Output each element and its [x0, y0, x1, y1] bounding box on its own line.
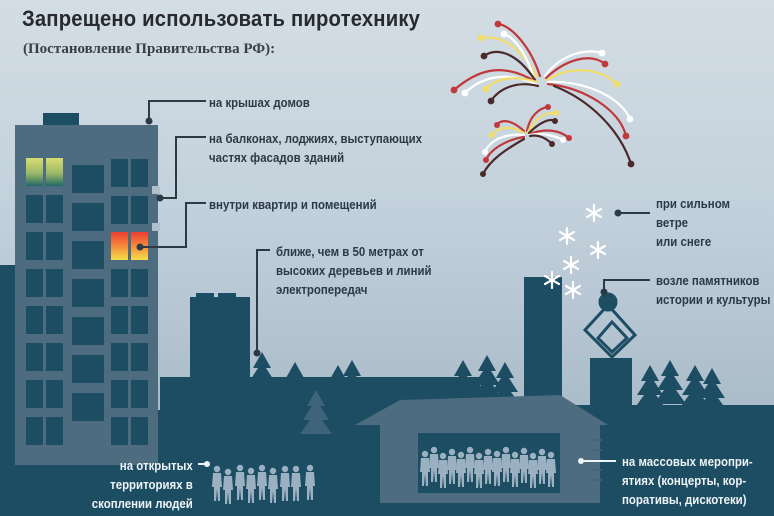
monument: [582, 292, 638, 360]
label-balconies: на балконах, лоджиях, выступающих частях…: [209, 129, 422, 167]
label-roofs: на крышах домов: [209, 93, 310, 112]
label-line: истории и культуры: [656, 292, 771, 307]
label-line: внутри квартир и помещений: [209, 197, 377, 212]
leader-lines: [140, 100, 650, 353]
label-line: высоких деревьев и линий: [276, 263, 432, 278]
label-indoors: внутри квартир и помещений: [209, 195, 377, 214]
label-near-trees: ближе, чем в 50 метрах от высоких деревь…: [276, 242, 432, 299]
fireworks: [450, 20, 635, 177]
label-line: ближе, чем в 50 метрах от: [276, 244, 424, 259]
label-line: скоплении людей: [91, 496, 193, 511]
label-line: на балконах, лоджиях, выступающих: [209, 131, 422, 146]
label-line: ятиях (концерты, кор-: [622, 473, 747, 488]
label-weather: при сильном ветре или снеге: [656, 194, 730, 251]
pavilion: [355, 395, 608, 503]
label-line: на массовых меропри-: [622, 454, 753, 469]
page-subtitle: (Постановление Правительства РФ):: [23, 41, 276, 57]
label-line: поративы, дискотеки): [622, 492, 747, 507]
label-line: электропередач: [276, 282, 368, 297]
label-line: частях фасадов зданий: [209, 150, 345, 165]
apartment-building: [15, 113, 160, 465]
label-monuments: возле памятников истории и культуры: [656, 271, 770, 309]
page-title: Запрещено использовать пиротехнику: [22, 6, 421, 31]
leader-dots: [136, 117, 622, 357]
label-line: территориях в: [110, 477, 193, 492]
label-line: или снеге: [656, 234, 712, 249]
label-open-crowds: на открытых территориях в скоплении люде…: [92, 456, 193, 513]
label-line: при сильном: [656, 196, 731, 211]
label-line: ветре: [656, 215, 689, 230]
lit-window-green: [26, 158, 63, 186]
label-mass-events: на массовых меропри- ятиях (концерты, ко…: [622, 452, 753, 509]
label-line: на открытых: [120, 458, 193, 473]
label-line: на крышах домов: [209, 95, 310, 110]
label-line: возле памятников: [656, 273, 760, 288]
